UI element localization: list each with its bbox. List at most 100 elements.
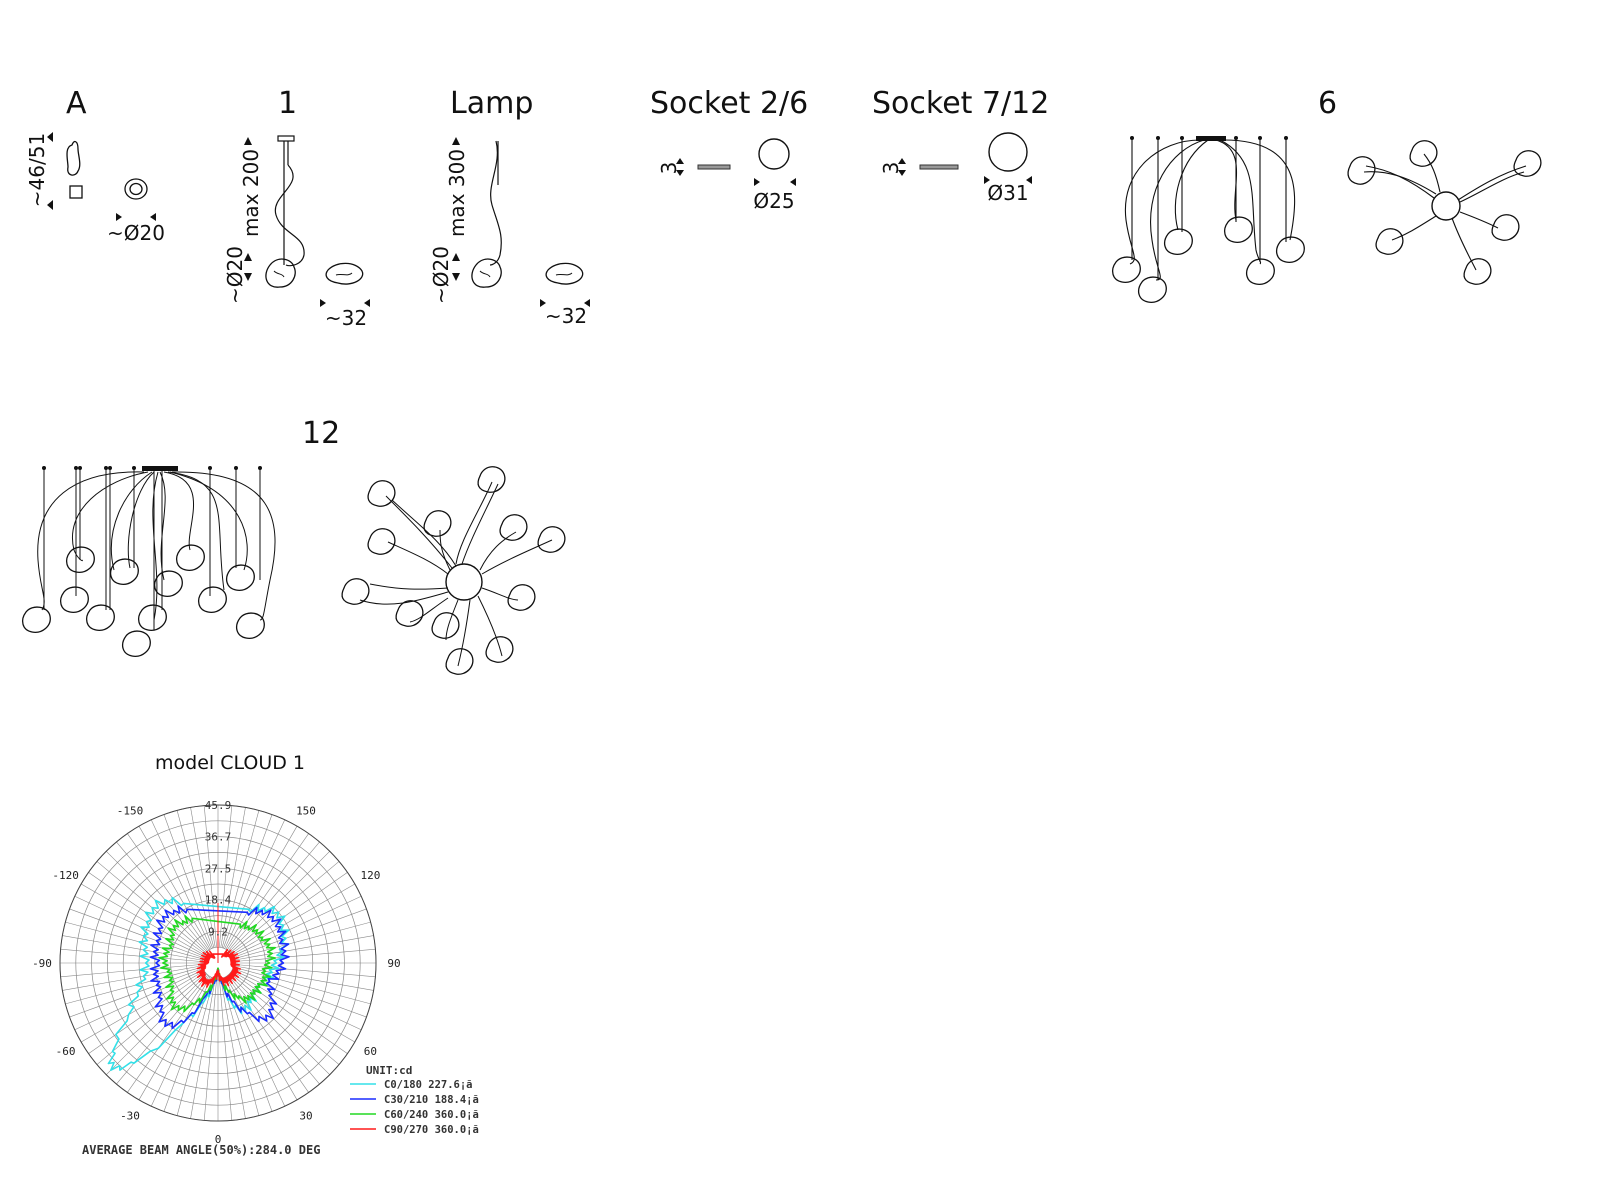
socket-top-6 (1431, 191, 1461, 221)
grid-spoke (232, 895, 362, 957)
grid-spoke (127, 975, 210, 1093)
radial-tick-label: 45.9 (205, 799, 232, 812)
grid-spoke (176, 978, 215, 1116)
radial-tick-label: 36.7 (205, 831, 232, 844)
grid-spoke (96, 972, 207, 1065)
dim-socket26-thickness: 3 (657, 162, 681, 175)
section-6-top-drawing (1347, 140, 1542, 285)
unit-label: UNIT:cd (366, 1064, 412, 1077)
power-cord (274, 164, 305, 267)
grid-spoke (62, 935, 203, 961)
grid-spoke (116, 841, 209, 952)
section-6-title: 6 (1318, 86, 1338, 121)
grid-spoke (232, 969, 362, 1031)
section-lamp-drawing: max 300 ~Ø20 ~32 (429, 137, 590, 328)
grid-spoke (219, 978, 233, 1121)
grid-spoke (203, 978, 217, 1121)
grid-spoke (229, 972, 340, 1065)
grid-spoke (225, 826, 298, 950)
grid-spoke (226, 975, 309, 1093)
polar-grid (59, 804, 377, 1122)
grid-spoke (232, 908, 367, 958)
grid-spoke (163, 814, 213, 949)
section-12-title: 12 (302, 416, 341, 451)
angle-label: -150 (117, 805, 144, 818)
dim-socket712-thickness: 3 (879, 162, 903, 175)
grid-spoke (227, 974, 320, 1085)
canopy-12 (142, 466, 178, 471)
grid-spoke (74, 969, 204, 1031)
grid-spoke (233, 965, 374, 991)
grid-spoke (221, 978, 260, 1116)
angle-label: 150 (296, 805, 316, 818)
grid-spoke (231, 883, 355, 956)
section-socket712-title: Socket 7/12 (872, 86, 1050, 121)
grid-spoke (233, 964, 376, 978)
angle-label: 90 (387, 957, 400, 970)
grid-outer-circle (59, 804, 377, 1122)
grid-spoke (190, 807, 216, 948)
dim-lamp-length: max 300 (445, 149, 469, 237)
grid-spoke (69, 968, 204, 1018)
section-socket26-drawing: 3 Ø25 (657, 138, 796, 213)
dim-a-height: ~46/51 (25, 133, 49, 207)
ceiling-canopy (277, 135, 295, 142)
canopy-6 (1196, 136, 1226, 141)
dim-1-width: ~32 (325, 306, 367, 330)
dim-lamp-diameter: ~Ø20 (429, 246, 453, 304)
grid-spoke (88, 971, 206, 1054)
grid-spoke (74, 895, 204, 957)
dim-socket26-diameter: Ø25 (753, 189, 794, 213)
grid-spoke (224, 819, 286, 949)
lamp-cord (489, 140, 502, 266)
dim-1-length: max 200 (239, 149, 263, 237)
socket-plate-side (919, 164, 959, 170)
beam-angle-footer: AVERAGE BEAM ANGLE(50%):284.0 DEG (82, 1143, 320, 1157)
socket-plate-top (758, 138, 790, 170)
legend-label: C0/180 227.6¡ã (384, 1079, 473, 1091)
angle-label: 120 (360, 869, 380, 882)
grid-spoke (233, 935, 374, 961)
grid-spoke (220, 978, 246, 1119)
grid-spoke (231, 970, 355, 1043)
angle-label: -60 (56, 1045, 76, 1058)
grid-spoke (220, 807, 246, 948)
radial-tick-label: 18.4 (205, 894, 232, 907)
grid-spoke (223, 814, 273, 949)
lamp-top-view-inner (129, 182, 143, 196)
grid-spoke (203, 805, 217, 948)
series-line-3 (196, 948, 242, 988)
dim-a-diameter-arrows (116, 213, 156, 221)
series-line-2 (158, 915, 277, 1013)
section-1-title: 1 (278, 86, 298, 121)
socket-plate-side (697, 164, 731, 170)
grid-spoke (176, 810, 215, 948)
grid-spoke (65, 921, 203, 960)
section-6-front-drawing (1111, 136, 1305, 303)
legend-label: C30/210 188.4¡ã (384, 1094, 479, 1106)
section-12-front-drawing (21, 466, 276, 657)
legend-label: C90/270 360.0¡ã (384, 1124, 479, 1136)
grid-spoke (60, 964, 203, 978)
grid-spoke (81, 883, 205, 956)
grid-spoke (65, 966, 203, 1005)
section-lamp-title: Lamp (450, 86, 534, 121)
section-socket712-drawing: 3 Ø31 (879, 132, 1032, 205)
grid-spoke (230, 872, 348, 955)
legend-label: C60/240 360.0¡ã (384, 1109, 479, 1121)
radial-tick-label: 27.5 (205, 862, 232, 875)
dim-a-arrows (47, 132, 53, 210)
grid-spoke (233, 948, 376, 962)
dim-a-diameter: ~Ø20 (107, 221, 165, 245)
grid-spoke (96, 861, 207, 954)
grid-spoke (116, 974, 209, 1085)
grid-spoke (228, 851, 330, 953)
grid-spoke (106, 973, 208, 1075)
grid-spoke (232, 968, 367, 1018)
grid-spoke (221, 810, 260, 948)
grid-spoke (219, 805, 233, 948)
angle-label: 30 (299, 1109, 312, 1122)
dim-socket712-diameter: Ø31 (987, 181, 1028, 205)
